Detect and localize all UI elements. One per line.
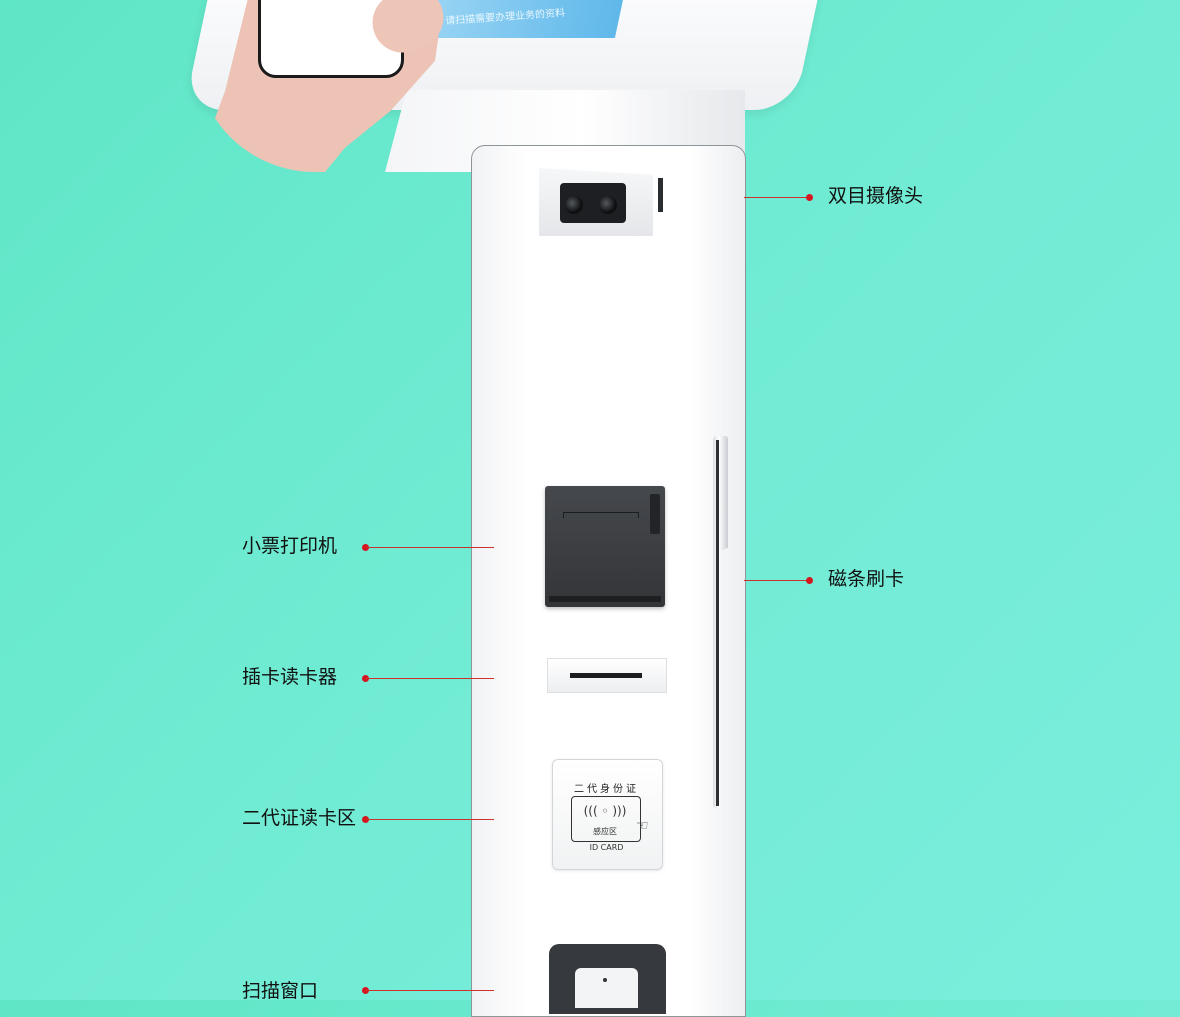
card-slot xyxy=(570,673,642,678)
callout-line-card-reader xyxy=(366,678,494,679)
id-panel-zone: 感应区 xyxy=(593,827,617,836)
hand-tap-icon: ☜ xyxy=(636,818,649,834)
id-panel-title: 二代身份证 xyxy=(574,784,639,795)
callout-dot-magstripe xyxy=(806,577,813,584)
callout-line-printer xyxy=(366,547,494,548)
printer-output-lip xyxy=(549,596,661,602)
scanner-indicator xyxy=(603,978,607,982)
scan-window xyxy=(575,968,638,1008)
callout-line-camera xyxy=(744,197,810,198)
callout-label-camera: 双目摄像头 xyxy=(828,185,924,207)
callout-line-id-reader xyxy=(366,819,494,820)
printer-button xyxy=(650,494,660,534)
callout-dot-scan-window xyxy=(362,987,369,994)
printer-paper-slot xyxy=(563,512,639,518)
callout-dot-camera xyxy=(806,194,813,201)
callout-label-id-reader: 二代证读卡区 xyxy=(242,807,357,829)
callout-label-magstripe: 磁条刷卡 xyxy=(828,568,905,590)
receipt-printer xyxy=(545,486,665,607)
callout-line-scan-window xyxy=(366,990,494,991)
id-card-outline xyxy=(571,796,641,842)
callout-label-printer: 小票打印机 xyxy=(242,535,338,557)
magstripe-groove xyxy=(716,440,719,806)
id-panel-label: ID CARD xyxy=(589,843,624,852)
rfid-waves-icon: ((( ◦ ))) xyxy=(583,804,627,818)
callout-dot-printer xyxy=(362,544,369,551)
callout-line-magstripe xyxy=(744,580,810,581)
callout-dot-card-reader xyxy=(362,675,369,682)
id-card-reader-panel xyxy=(552,759,663,870)
callout-dot-id-reader xyxy=(362,816,369,823)
camera-lens-right-icon xyxy=(599,196,617,214)
camera-lens-left-icon xyxy=(565,196,583,214)
callout-label-card-reader: 插卡读卡器 xyxy=(242,666,338,688)
camera-side-light xyxy=(658,178,663,212)
callout-label-scan-window: 扫描窗口 xyxy=(242,980,319,1002)
